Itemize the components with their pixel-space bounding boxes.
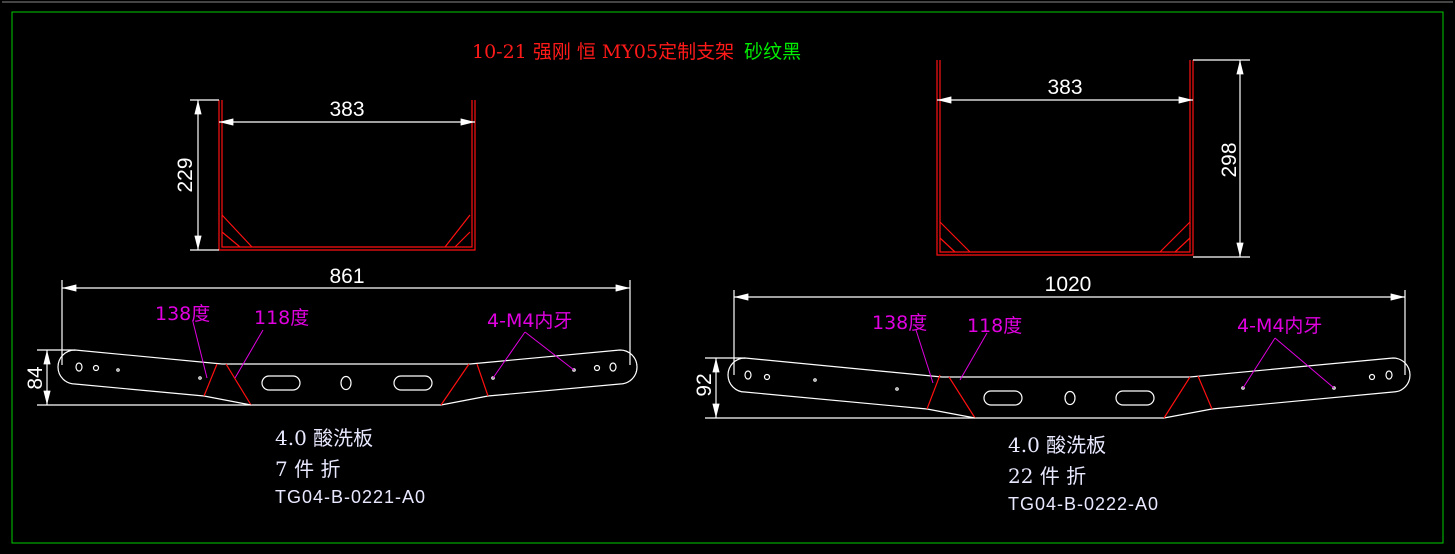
drawing-frame (11, 11, 1444, 544)
dim-flat-length: 861 (329, 265, 364, 288)
right-quantity: 22 件 折 (1008, 464, 1086, 488)
dim-side-width: 383 (329, 98, 364, 121)
dim-side-width: 383 (1047, 76, 1082, 99)
left-material: 4.0 酸洗板 (275, 426, 373, 450)
angle-label-118: 118度 (967, 315, 1022, 337)
dim-side-height: 229 (174, 157, 197, 192)
dim-flat-length: 1020 (1045, 273, 1092, 296)
angle-label-138: 138度 (155, 303, 210, 325)
dim-side-height: 298 (1218, 142, 1241, 177)
right-flat-view: 1020 92 138度 118度 4-M4内牙 (693, 273, 1411, 419)
right-side-view: 383 298 (936, 59, 1250, 258)
left-side-view: 383 229 (174, 98, 476, 251)
drawing-title: 10-21 强刚 恒 MY05定制支架砂纹黑 (472, 41, 801, 63)
left-flat-view: 861 84 138度 118度 4-M4内牙 (24, 265, 638, 406)
angle-label-138: 138度 (872, 312, 927, 334)
thread-note: 4-M4内牙 (487, 310, 572, 332)
angle-label-118: 118度 (254, 307, 309, 329)
dim-flat-height: 92 (693, 373, 716, 396)
left-quantity: 7 件 折 (275, 457, 340, 481)
dim-flat-height: 84 (24, 366, 47, 390)
thread-note: 4-M4内牙 (1237, 315, 1322, 337)
right-part-code: TG04-B-0222-A0 (1008, 494, 1159, 514)
right-material: 4.0 酸洗板 (1008, 433, 1106, 457)
left-part-code: TG04-B-0221-A0 (275, 487, 426, 507)
